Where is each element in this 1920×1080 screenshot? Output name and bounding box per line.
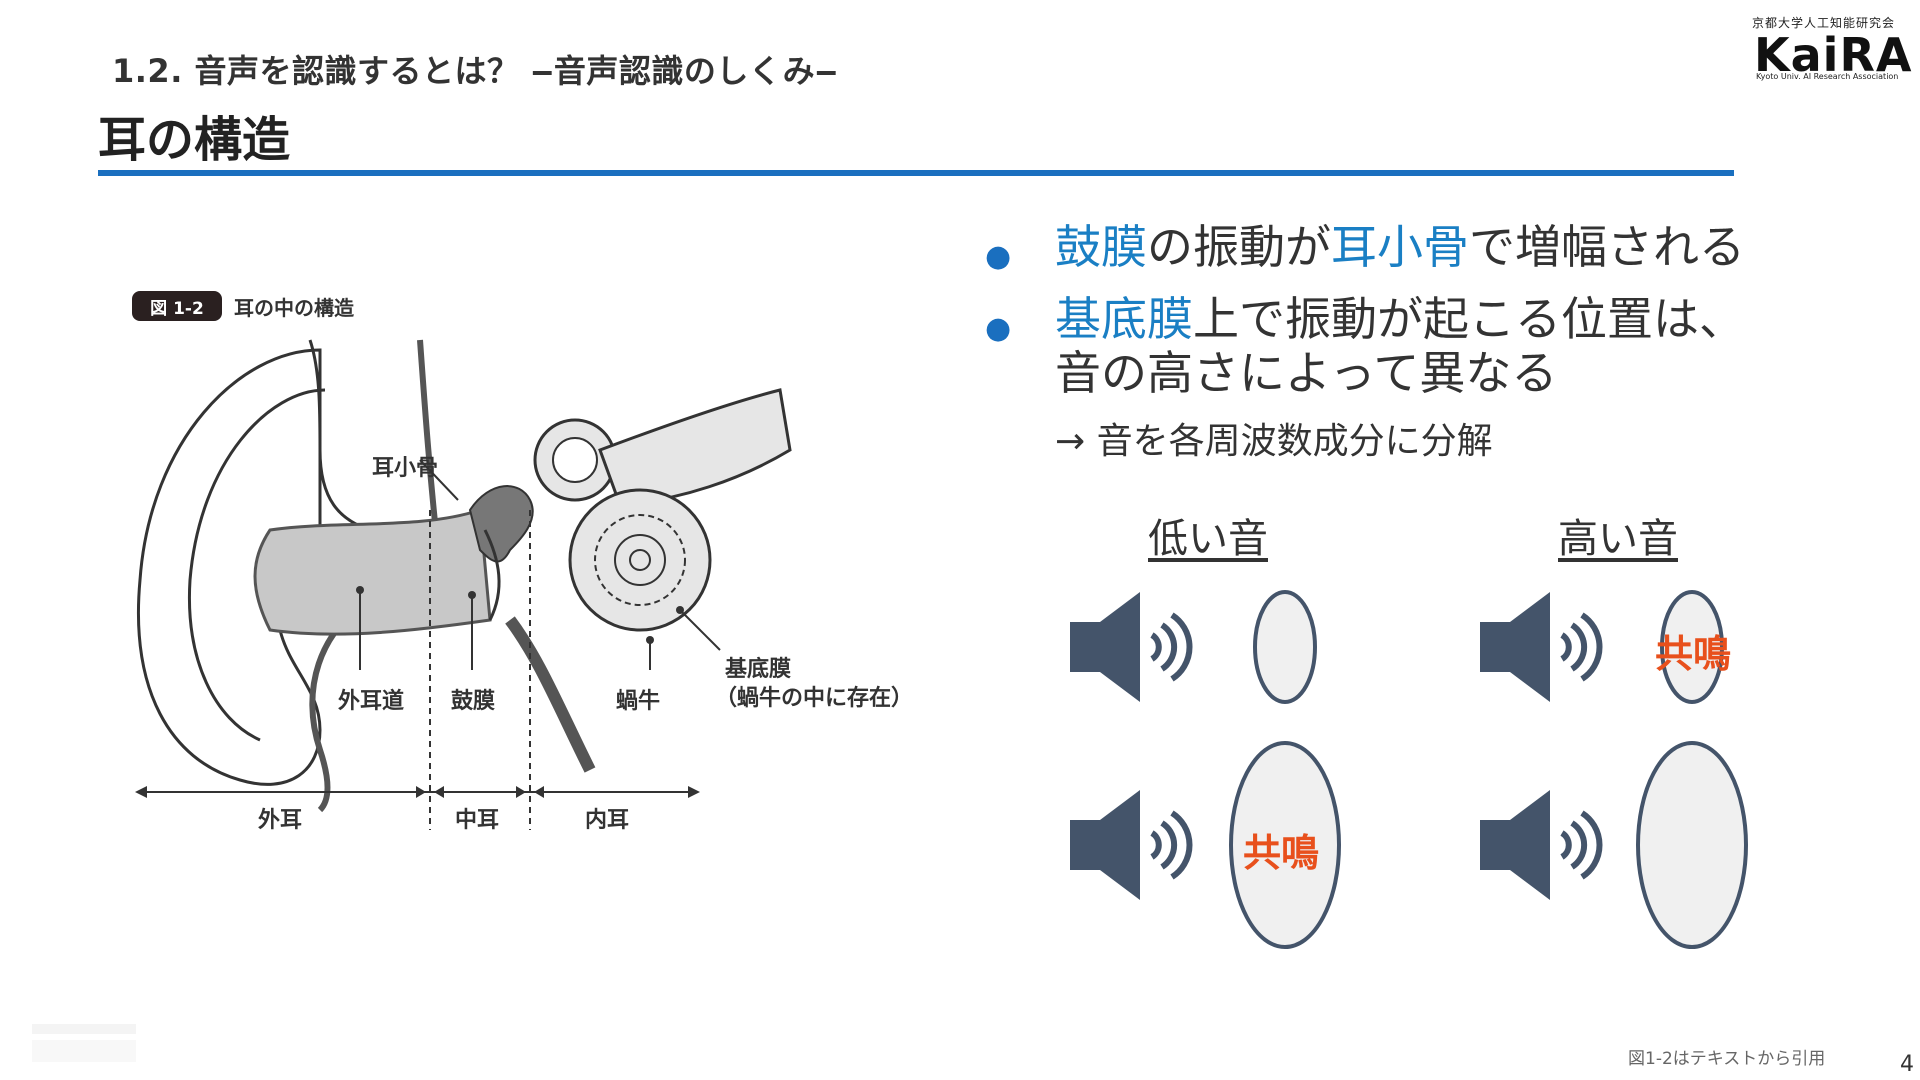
logo-en-text: Kyoto Univ. AI Research Association (1756, 72, 1899, 81)
high-small-ellipse (1660, 590, 1724, 704)
highlight-eardrum: 鼓膜 (1055, 220, 1147, 274)
bullet-text: の振動が (1147, 220, 1331, 274)
skin-line-upper (308, 339, 371, 532)
section-subtitle: 1.2. 音声を認識するとは？ ‒音声認識のしくみ‒ (112, 52, 838, 90)
speaker-icon (1070, 592, 1193, 702)
pinna-inner (187, 388, 326, 742)
figure-caption: 耳の中の構造 (234, 296, 354, 320)
resonance-diagram (1070, 590, 1748, 949)
cochlea-shape (568, 488, 712, 632)
low-sound-heading: 低い音 (1148, 516, 1268, 562)
low-large-ellipse (1229, 741, 1341, 949)
highlight-basilar: 基底膜 (1055, 292, 1193, 346)
faded-logo-mark (32, 1024, 136, 1062)
label-outer-ear: 外耳 (258, 808, 303, 833)
high-large-ellipse (1636, 741, 1748, 949)
eardrum-shape (483, 529, 501, 621)
title-underline (98, 170, 1734, 176)
label-eardrum: 鼓膜 (451, 689, 496, 714)
ear-canal-shape (253, 507, 492, 636)
speaker-icon (1070, 790, 1193, 900)
page-number: 4 (1900, 1052, 1914, 1077)
high-resonance-label: 共鳴 (1655, 632, 1732, 676)
vestibular-nerve (598, 388, 792, 507)
label-inner-ear: 内耳 (585, 808, 630, 833)
eustachian-tube (505, 616, 596, 773)
kaira-logo: KaiRA (1754, 28, 1913, 82)
ossicles-shape (468, 485, 534, 563)
label-ossicles: 耳小骨 (372, 456, 439, 481)
bullet-text: で増幅される (1469, 220, 1745, 274)
bullet-list: ● 鼓膜の振動が耳小骨で増幅される ● 基底膜上で振動が起こる位置は、 音の高さ… (985, 220, 1885, 418)
bullet-dot-icon: ● (985, 239, 1012, 274)
page-title: 耳の構造 (98, 112, 291, 168)
label-ear-canal: 外耳道 (338, 689, 405, 714)
bullet-text: 上で振動が起こる位置は、 (1193, 292, 1745, 346)
low-small-ellipse (1253, 590, 1317, 704)
figure-credit: 図1-2はテキストから引用 (1628, 1049, 1826, 1069)
speaker-icon (1480, 592, 1603, 702)
ear-structure-diagram (135, 339, 792, 830)
label-basilar-note: （蝸牛の中に存在） (715, 686, 914, 711)
low-resonance-label: 共鳴 (1243, 831, 1320, 875)
label-basilar-membrane: 基底膜 (725, 657, 792, 682)
highlight-ossicles: 耳小骨 (1331, 220, 1469, 274)
bullet-item-1: ● 鼓膜の振動が耳小骨で増幅される (985, 220, 1885, 274)
label-cochlea: 蝸牛 (616, 689, 661, 714)
bullet-item-2: ● 基底膜上で振動が起こる位置は、 音の高さによって異なる (985, 292, 1885, 400)
label-middle-ear: 中耳 (455, 808, 500, 833)
speaker-icon (1480, 790, 1603, 900)
bullet-dot-icon: ● (985, 311, 1012, 346)
figure-number-badge: 図 1-2 (132, 291, 222, 321)
bullet-text: 音の高さによって異なる (1055, 346, 1558, 400)
sub-note: → 音を各周波数成分に分解 (1055, 421, 1493, 462)
logo-jp-text: 京都大学人工知能研究会 (1752, 16, 1896, 30)
high-sound-heading: 高い音 (1558, 516, 1678, 562)
